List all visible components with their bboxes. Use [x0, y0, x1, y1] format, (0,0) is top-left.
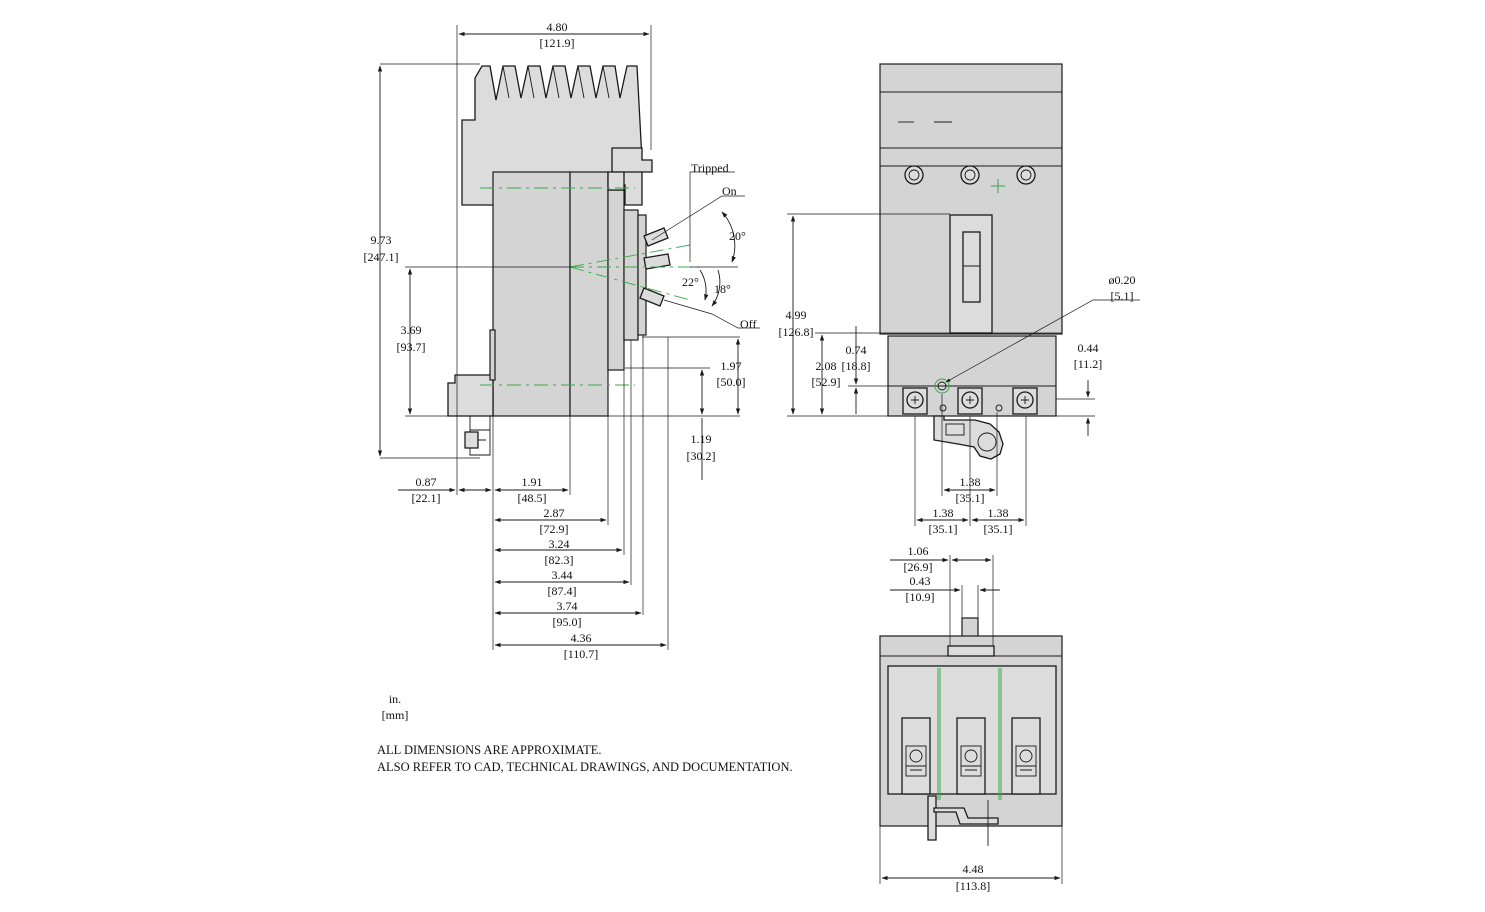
depth-4-in: 3.44 — [552, 568, 573, 582]
left-offset-in: 0.87 — [416, 475, 437, 489]
d106-mm: [26.9] — [904, 560, 933, 574]
legend-and-notes: in. [mm] ALL DIMENSIONS ARE APPROXIMATE.… — [377, 692, 793, 774]
tripped-label: Tripped — [691, 161, 729, 175]
h208-mm: [52.9] — [812, 375, 841, 389]
depth-2-in: 2.87 — [544, 506, 565, 520]
bottom-width-in: 4.48 — [963, 862, 984, 876]
depth-1-in: 1.91 — [522, 475, 543, 489]
h044-mm: [11.2] — [1074, 357, 1103, 371]
front-view-labels: 4.99 [126.8] 2.08 [52.9] 0.74 [18.8] 0.4… — [779, 273, 1136, 536]
depth-5-in: 3.74 — [557, 599, 578, 613]
h074-mm: [18.8] — [842, 359, 871, 373]
pitch-right-mm: [35.1] — [984, 522, 1013, 536]
hole-diameter-in: ø0.20 — [1109, 273, 1136, 287]
pitch-center-in: 1.38 — [960, 475, 981, 489]
side-view — [377, 25, 760, 650]
front-height-in: 4.99 — [786, 308, 807, 322]
handle-height-in: 3.69 — [401, 323, 422, 337]
front-view — [787, 63, 1140, 526]
units-inch: in. — [389, 692, 401, 706]
d043-in: 0.43 — [910, 574, 931, 588]
d043-mm: [10.9] — [906, 590, 935, 604]
depth-3-in: 3.24 — [549, 537, 570, 551]
note-line-1: ALL DIMENSIONS ARE APPROXIMATE. — [377, 743, 602, 757]
angle-20-label: 20° — [729, 229, 746, 243]
overall-width-mm: [121.9] — [540, 36, 575, 50]
overall-height-in: 9.73 — [371, 233, 392, 247]
pitch-left-in: 1.38 — [933, 506, 954, 520]
side-view-labels: 4.80 [121.9] 9.73 [247.1] 3.69 [93.7] 1.… — [364, 20, 757, 661]
lower-height-2-mm: [30.2] — [687, 449, 716, 463]
units-mm: [mm] — [382, 708, 409, 722]
pitch-center-mm: [35.1] — [956, 491, 985, 505]
hole-diameter-mm: [5.1] — [1111, 289, 1134, 303]
overall-height-mm: [247.1] — [364, 250, 399, 264]
overall-width-in: 4.80 — [547, 20, 568, 34]
pitch-left-mm: [35.1] — [929, 522, 958, 536]
depth-4-mm: [87.4] — [548, 584, 577, 598]
note-line-2: ALSO REFER TO CAD, TECHNICAL DRAWINGS, A… — [377, 760, 793, 774]
depth-3-mm: [82.3] — [545, 553, 574, 567]
on-label: On — [722, 184, 737, 198]
bottom-view — [879, 555, 1063, 884]
lower-height-1-in: 1.97 — [721, 359, 742, 373]
angle-18-label: 18° — [714, 282, 731, 296]
h074-in: 0.74 — [846, 343, 867, 357]
pitch-right-in: 1.38 — [988, 506, 1009, 520]
lower-height-1-mm: [50.0] — [717, 375, 746, 389]
depth-1-mm: [48.5] — [518, 491, 547, 505]
depth-6-in: 4.36 — [571, 631, 592, 645]
depth-6-mm: [110.7] — [564, 647, 599, 661]
h044-in: 0.44 — [1078, 341, 1099, 355]
off-label: Off — [740, 317, 756, 331]
depth-5-mm: [95.0] — [553, 615, 582, 629]
lower-height-2-in: 1.19 — [691, 432, 712, 446]
left-offset-mm: [22.1] — [412, 491, 441, 505]
d106-in: 1.06 — [908, 544, 929, 558]
front-height-mm: [126.8] — [779, 325, 814, 339]
depth-2-mm: [72.9] — [540, 522, 569, 536]
bottom-width-mm: [113.8] — [956, 879, 991, 893]
handle-height-mm: [93.7] — [397, 340, 426, 354]
angle-22-label: 22° — [682, 275, 699, 289]
h208-in: 2.08 — [816, 359, 837, 373]
bottom-view-labels: 1.06 [26.9] 0.43 [10.9] 4.48 [113.8] — [904, 544, 991, 893]
